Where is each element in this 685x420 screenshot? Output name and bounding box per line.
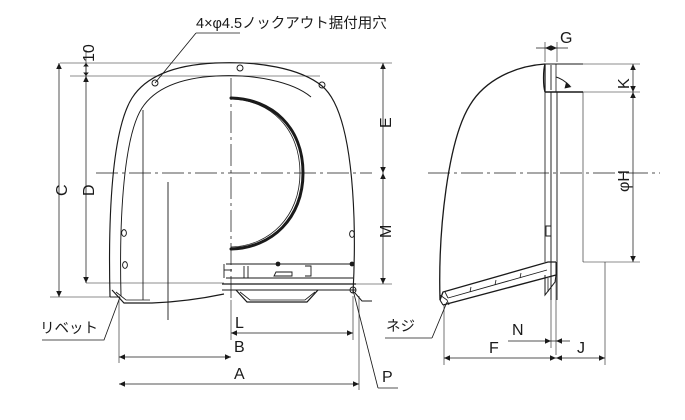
- arrow-G-right: [551, 45, 557, 51]
- arrow-phiH-bottom: [630, 256, 636, 262]
- leader-line-screw: [431, 301, 448, 339]
- dimension-label-K: K: [616, 78, 633, 89]
- dimension-label-M: M: [378, 224, 395, 238]
- dimension-label-A: A: [234, 366, 245, 383]
- dimension-label-L: L: [235, 315, 244, 332]
- arrow-F-left: [444, 355, 450, 361]
- side-collar-arrowhead: [564, 82, 572, 89]
- side-duct-fitting: [545, 225, 551, 237]
- arrow-10-up: [83, 63, 89, 67]
- dimension-label-P: P: [382, 369, 393, 386]
- side-louver-rib-1: [469, 286, 472, 293]
- arrow-K-bottom: [630, 86, 636, 92]
- leader-line-P: [352, 289, 379, 389]
- arrow-M-bottom: [380, 278, 386, 284]
- dimension-label-B: B: [234, 339, 245, 356]
- rivet-hole-left-lower: [122, 261, 128, 269]
- note-rivet: リベット: [40, 321, 98, 337]
- arrow-10-down: [83, 72, 89, 76]
- side-louver-top: [439, 261, 556, 301]
- dimension-label-C: C: [54, 184, 71, 196]
- arrow-N-left: [545, 338, 551, 344]
- hood-outer-contour: [108, 62, 355, 298]
- duct-circle-arc: [229, 96, 305, 251]
- arrow-K-top: [630, 64, 636, 70]
- flange-tab-right: [305, 265, 312, 277]
- arrow-B-left: [119, 354, 125, 360]
- side-spout: [544, 274, 557, 297]
- note-knockout-holes: 4×φ4.5ノックアウト据付用穴: [196, 16, 387, 32]
- side-louver-rib-2: [494, 279, 497, 286]
- arrow-phiH-top: [630, 92, 636, 98]
- arrow-L-left: [231, 330, 237, 336]
- rivet-hole-bottom-right: [349, 286, 357, 294]
- side-louver-band: [442, 274, 557, 306]
- side-louver-rib-3: [519, 272, 522, 279]
- arrow-D-top: [83, 76, 89, 82]
- dimension-label-10: 10: [81, 44, 98, 62]
- knockout-hole-top-left: [151, 79, 159, 87]
- drip-skirt: [235, 289, 319, 303]
- leader-line-rivet: [42, 296, 121, 341]
- arrow-E-top: [380, 63, 386, 69]
- drip-skirt-inner: [239, 291, 316, 301]
- knockout-hole-top-center: [236, 64, 244, 72]
- side-louver-inner: [447, 269, 548, 299]
- arrow-J-right: [599, 355, 605, 361]
- arrow-D-bottom: [83, 277, 89, 283]
- side-hood-profile: [439, 63, 546, 301]
- flange-tab-left: [273, 271, 293, 277]
- dimension-label-phiH: φH: [616, 170, 633, 192]
- dimension-label-D: D: [81, 184, 98, 196]
- side-left-closure: [439, 294, 450, 306]
- right-skirt-contour: [354, 292, 372, 302]
- dimension-label-J: J: [577, 340, 585, 357]
- rivet-hole-left-upper: [121, 229, 127, 237]
- knockout-hole-top-right: [318, 81, 326, 89]
- arrow-E-bottom: [380, 167, 386, 173]
- dimension-label-F: F: [489, 340, 499, 357]
- side-collar-round-edge: [542, 63, 546, 93]
- leader-line-knockout: [154, 32, 197, 84]
- arrow-C-top: [56, 63, 62, 69]
- arrow-J-left: [556, 355, 562, 361]
- dimension-label-E: E: [378, 117, 395, 128]
- arrow-A-left: [119, 381, 125, 387]
- arrow-N-right: [556, 338, 562, 344]
- arrow-C-bottom: [56, 291, 62, 297]
- arrow-A-right: [353, 381, 359, 387]
- fastener-dot-center: [275, 261, 281, 267]
- arrow-B-right: [225, 354, 231, 360]
- left-skirt-contour: [111, 289, 225, 304]
- fastener-dot-right: [349, 261, 355, 267]
- left-skirt-inner: [115, 291, 150, 301]
- arrow-L-right: [347, 330, 353, 336]
- arrow-G-left: [545, 45, 551, 51]
- arrow-F-right: [550, 355, 556, 361]
- arrow-M-top: [380, 173, 386, 179]
- dimension-label-N: N: [512, 322, 524, 339]
- note-screw: ネジ: [386, 319, 415, 335]
- rivet-hole-right: [349, 230, 355, 238]
- hood-inner-contour: [120, 75, 312, 297]
- side-louver-left-inner: [444, 291, 449, 299]
- side-louver-left-cap: [439, 299, 444, 306]
- dimension-label-G: G: [560, 30, 573, 47]
